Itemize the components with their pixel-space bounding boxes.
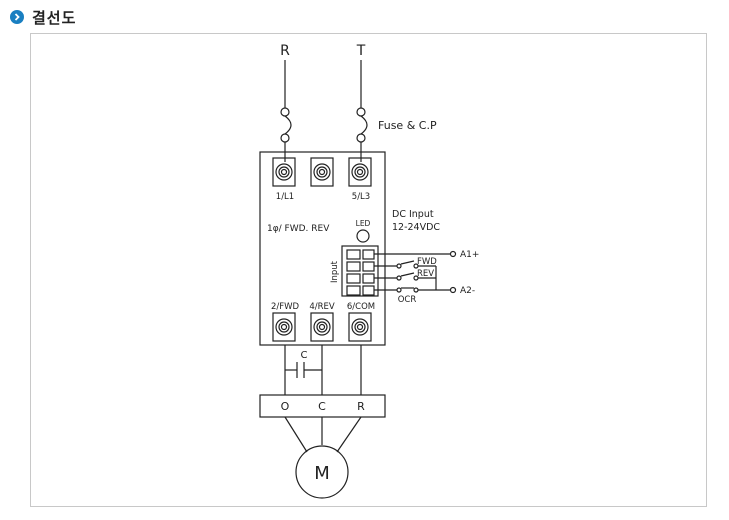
supply-t-label: T bbox=[356, 43, 366, 59]
terminal-a2 bbox=[449, 286, 457, 294]
a1-label: A1+ bbox=[460, 250, 479, 260]
top-terminal-5 bbox=[348, 157, 372, 187]
led-label: LED bbox=[356, 219, 371, 228]
ocr-label: OCR bbox=[398, 295, 417, 305]
fuse-label: Fuse & C.P bbox=[378, 119, 437, 132]
bottom-terminal-2 bbox=[272, 312, 296, 342]
input-connector bbox=[341, 245, 379, 297]
a2-label: A2- bbox=[460, 286, 475, 296]
terminal-l1-label: 1/L1 bbox=[276, 192, 294, 202]
diagram-frame bbox=[30, 33, 707, 507]
supply-r-label: R bbox=[280, 43, 290, 59]
wire-r-to-motor bbox=[336, 416, 362, 453]
dc-input-label: DC Input bbox=[392, 209, 434, 220]
device-type-label: 1φ/ FWD. REV bbox=[267, 224, 330, 234]
motor-terminal-o: O bbox=[281, 400, 290, 413]
motor-terminal-r: R bbox=[357, 400, 365, 413]
ocr-contact-a bbox=[396, 287, 402, 293]
terminal-a1 bbox=[449, 250, 457, 258]
wire-o-to-motor bbox=[284, 416, 308, 453]
capacitor-label: C bbox=[301, 350, 308, 361]
terminal-l3-label: 5/L3 bbox=[352, 192, 370, 202]
top-terminal-3 bbox=[310, 157, 334, 187]
fwd-switch-contact-a bbox=[396, 263, 402, 269]
fwd-switch-blade bbox=[400, 260, 415, 265]
device-body bbox=[259, 151, 386, 346]
motor-terminal-c: C bbox=[318, 400, 326, 413]
terminal-com-label: 6/COM bbox=[347, 302, 375, 312]
dc-voltage-label: 12-24VDC bbox=[392, 222, 440, 233]
terminal-fwd-label: 2/FWD bbox=[271, 302, 300, 312]
input-pins bbox=[346, 249, 375, 296]
section-title: 결선도 bbox=[32, 8, 77, 27]
terminal-rev-label: 4/REV bbox=[309, 302, 335, 312]
fuse-t bbox=[356, 107, 368, 143]
fwd-switch-label: FWD bbox=[417, 257, 437, 267]
led-indicator bbox=[356, 229, 370, 243]
circle-chevron-right-icon bbox=[10, 10, 24, 24]
ocr-contact-b bbox=[413, 287, 419, 293]
bottom-terminal-6 bbox=[348, 312, 372, 342]
section-header: 결선도 bbox=[10, 6, 76, 28]
motor-label: M bbox=[314, 463, 330, 484]
input-label: Input bbox=[330, 260, 340, 283]
bottom-terminal-4 bbox=[310, 312, 334, 342]
fuse-r bbox=[280, 107, 292, 143]
rev-switch-label: REV bbox=[417, 269, 434, 279]
motor bbox=[295, 445, 349, 499]
rev-switch-blade bbox=[400, 272, 415, 277]
top-terminal-1 bbox=[272, 157, 296, 187]
rev-switch-contact-a bbox=[396, 275, 402, 281]
capacitor bbox=[285, 362, 322, 378]
